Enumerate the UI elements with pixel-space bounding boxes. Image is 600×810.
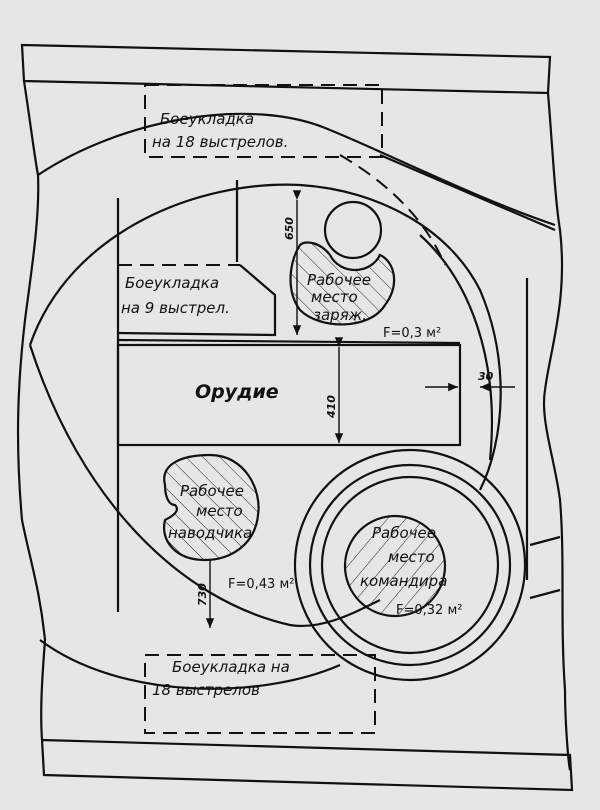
turret-lower-arc-2	[39, 639, 341, 690]
commander-ring-outer	[293, 448, 527, 682]
ammo-rack-left-label-1: Боеукладка	[125, 274, 219, 292]
gunner-label-3: наводчика	[168, 524, 252, 542]
loader-label-3: заряж.	[313, 306, 367, 324]
ammo-rack-top-box	[144, 84, 383, 158]
commander-label-1: Рабочее	[372, 524, 436, 542]
ammo-rack-top-label-1: Боеукладка	[160, 110, 254, 128]
ammo-rack-bottom-label-2: 18 выстрелов	[152, 681, 260, 699]
dim-gun-width: 410	[325, 395, 338, 419]
commander-station	[343, 514, 447, 618]
hull-right-edge	[542, 92, 572, 771]
commander-label-2: место	[388, 548, 435, 566]
turret-ring-arc-inner	[419, 234, 494, 461]
gunner-label-2: место	[196, 502, 243, 520]
dim-gunner-depth: 730	[196, 583, 209, 606]
loader-label-2: место	[311, 288, 358, 306]
gun-rect	[116, 343, 462, 447]
ammo-rack-top-label-2: на 18 выстрелов.	[152, 133, 288, 151]
gunner-station	[162, 453, 260, 562]
commander-area: F=0,32 м²	[396, 603, 462, 618]
dim-loader-depth: 650	[283, 217, 296, 240]
ammo-rack-bottom-label-1: Боеукладка на	[172, 658, 290, 676]
turret-ring-arc	[28, 183, 502, 491]
ammo-rack-left-label-2: на 9 выстрел.	[121, 299, 230, 317]
gun-label: Орудие	[195, 381, 279, 403]
loader-area: F=0,3 м²	[383, 326, 441, 341]
gunner-area: F=0,43 м²	[228, 577, 294, 592]
hull-bottom-band	[40, 738, 574, 792]
gunner-label-1: Рабочее	[180, 482, 244, 500]
ammo-rack-bottom-box	[144, 654, 376, 734]
turret-lower-arc	[28, 344, 381, 628]
loader-label-1: Рабочее	[307, 271, 371, 289]
commander-label-3: командира	[360, 572, 447, 590]
upper-arc	[37, 112, 556, 227]
dim-ring-gap: 30	[478, 370, 494, 383]
ammo-rack-left-box	[117, 264, 277, 337]
upper-arc-right	[379, 153, 556, 232]
